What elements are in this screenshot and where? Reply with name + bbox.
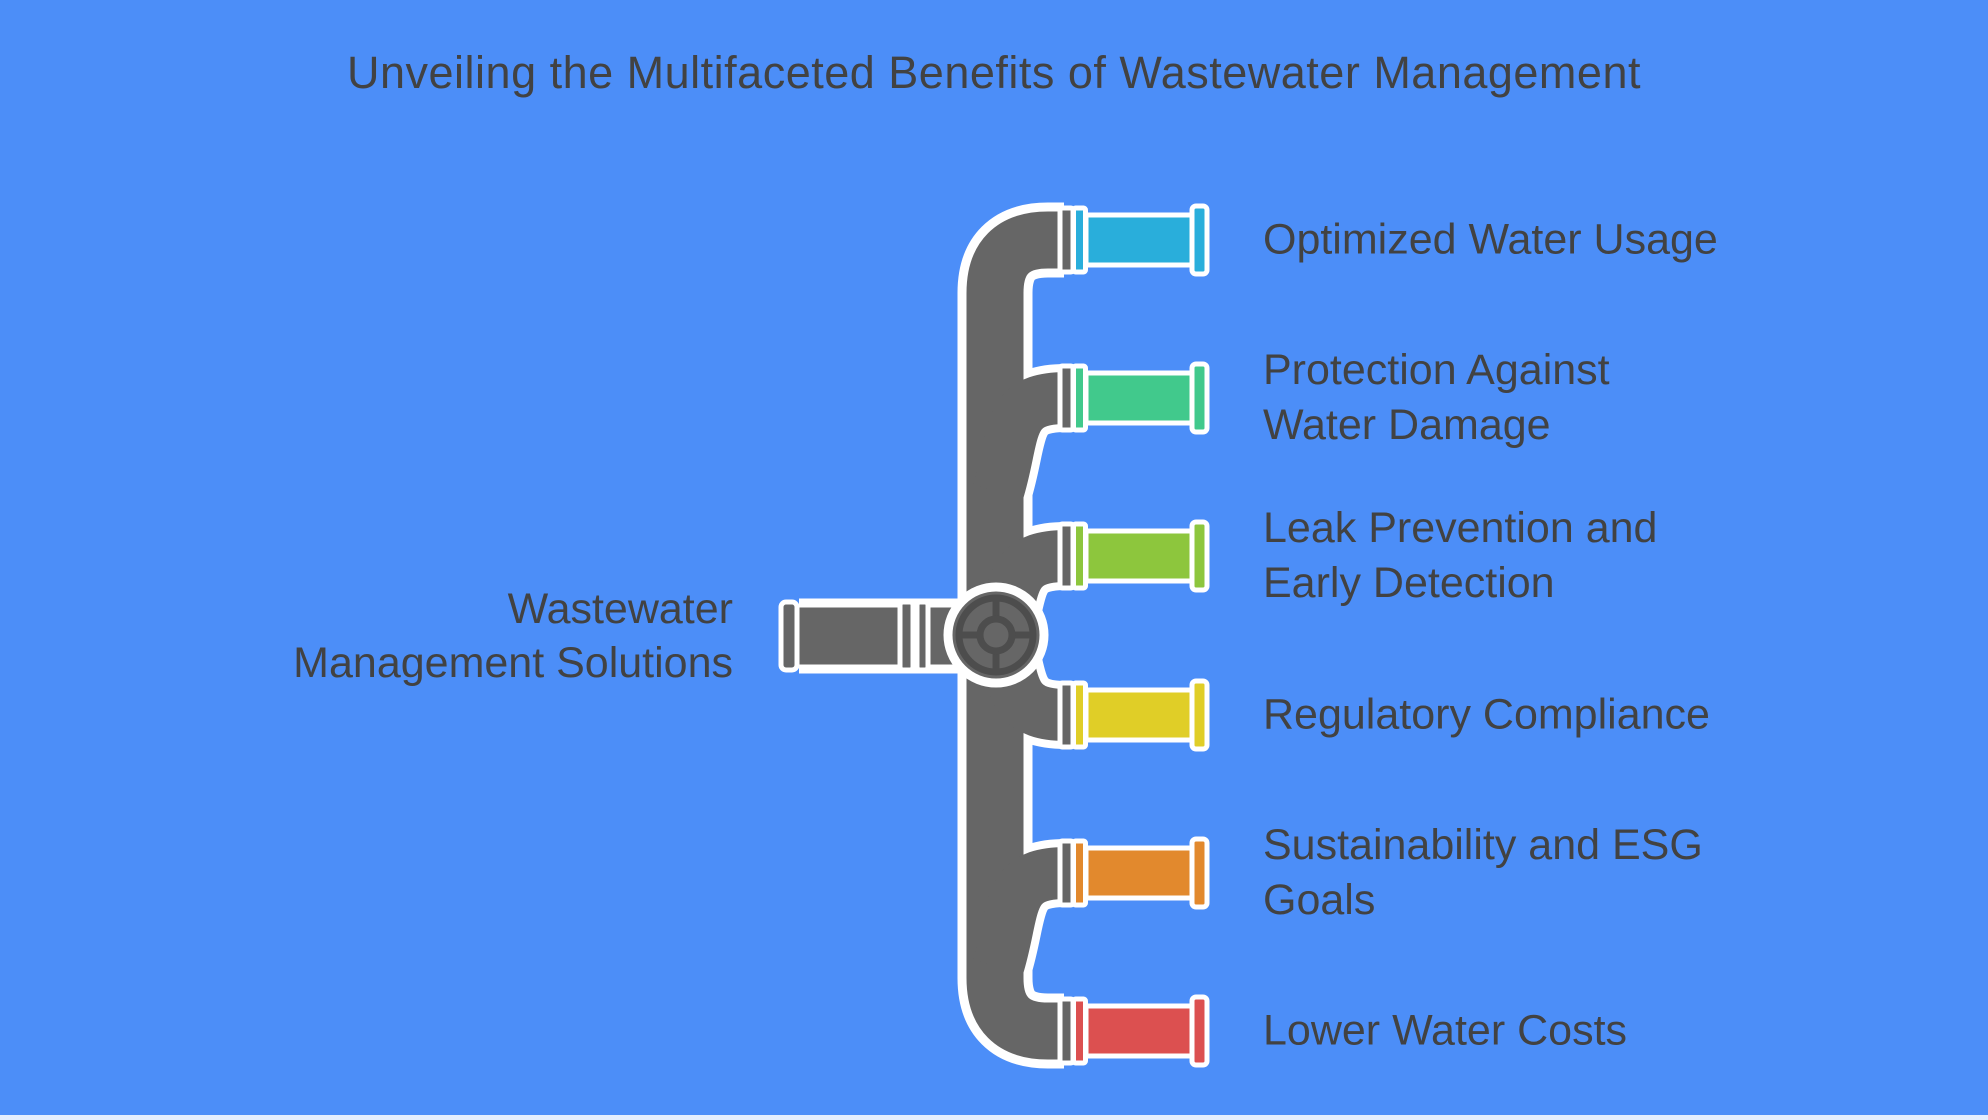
branch-label-1-line-1: Optimized Water Usage (1263, 215, 1718, 264)
branch-pipe-3 (1057, 519, 1210, 593)
branch-6-coupling (1071, 996, 1088, 1066)
branch-label-5-line-1: Sustainability and ESG (1263, 821, 1703, 869)
branch-pipe-1 (1057, 203, 1210, 277)
branch-label-5-line-2: Goals (1263, 876, 1376, 924)
hub-label-line-2: Management Solutions (293, 639, 733, 687)
branch-pipe-2 (1057, 361, 1210, 435)
branch-2-end-cap (1189, 361, 1210, 435)
branch-label-4-line-1: Regulatory Compliance (1263, 690, 1710, 739)
branch-label-2-line-1: Protection Against (1263, 346, 1610, 394)
branch-4-coupling (1071, 680, 1088, 750)
branch-6-body (1083, 1003, 1195, 1059)
branch-1-end-cap (1189, 203, 1210, 277)
valve-hub (976, 615, 1016, 655)
branch-label-5: Sustainability and ESG Goals (1263, 818, 1703, 928)
branch-5-body (1083, 845, 1195, 901)
branch-connector-2 (973, 372, 1068, 500)
branch-pipe-6 (1057, 994, 1210, 1068)
branch-label-6-line-1: Lower Water Costs (1263, 1006, 1628, 1055)
branch-label-1: Optimized Water Usage (1263, 213, 1718, 268)
hub-label-line-1: Wastewater (507, 585, 733, 633)
branch-5-end-cap (1189, 836, 1210, 910)
inlet-flange-1 (897, 599, 916, 673)
branch-label-2: Protection Against Water Damage (1263, 343, 1610, 453)
branch-3-coupling (1071, 521, 1088, 591)
branch-4-end-cap (1189, 678, 1210, 752)
branch-4-body (1083, 687, 1195, 743)
branch-pipe-4 (1057, 678, 1210, 752)
inlet-end-cap (778, 599, 800, 673)
hub-label: Wastewater Management Solutions (293, 582, 733, 690)
inlet-flange-2 (914, 599, 931, 673)
branch-5-coupling (1071, 838, 1088, 908)
branch-connector-5 (973, 847, 1068, 975)
branch-label-4: Regulatory Compliance (1263, 688, 1710, 743)
branch-label-3: Leak Prevention and Early Detection (1263, 501, 1657, 611)
branch-label-2-line-2: Water Damage (1263, 401, 1551, 449)
branch-3-end-cap (1189, 519, 1210, 593)
branch-label-6: Lower Water Costs (1263, 1004, 1627, 1059)
branch-1-body (1083, 212, 1195, 268)
bottom-edge-strip (0, 1115, 1988, 1120)
branch-pipe-5 (1057, 836, 1210, 910)
branch-label-3-line-2: Early Detection (1263, 559, 1555, 607)
branch-6-end-cap (1189, 994, 1210, 1068)
branch-label-3-line-1: Leak Prevention and (1263, 504, 1658, 552)
branch-1-coupling (1071, 205, 1088, 275)
branch-2-coupling (1071, 363, 1088, 433)
page-title: Unveiling the Multifaceted Benefits of W… (347, 47, 1641, 98)
valve (943, 582, 1049, 688)
branch-3-body (1083, 528, 1195, 584)
branch-2-body (1083, 370, 1195, 426)
